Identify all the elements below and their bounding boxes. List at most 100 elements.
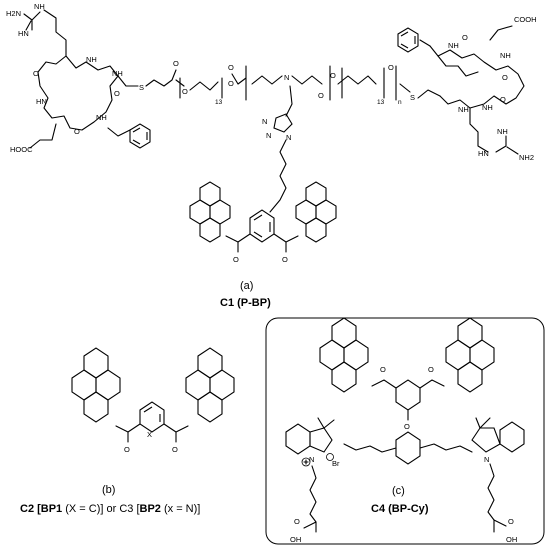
- triazole-n1: N: [262, 117, 267, 126]
- benzoyl-bonds: [225, 233, 299, 243]
- right-guanidine-nh: NH: [497, 127, 508, 136]
- pyrene-a-left: [189, 181, 231, 243]
- pyrene-b-left: [71, 347, 121, 423]
- left-linker-ch2: [117, 75, 139, 87]
- panel-a-structure: H2N NH HN O NH HN O NH NH O HOOC S O O 1…: [6, 2, 537, 264]
- right-ring-o3: O: [500, 95, 506, 104]
- panel-c-right-indole-benzo: [499, 421, 525, 453]
- right-benzyl-link: [419, 39, 431, 47]
- panel-c-negative-charge: [326, 453, 334, 461]
- panel-c-compound-caption: C4 (BP-Cy): [371, 503, 429, 515]
- left-peg-repeat: 13: [215, 99, 223, 106]
- center-chain-right: [291, 75, 323, 85]
- center-ester-left: [231, 73, 247, 85]
- center-block-brackets: [245, 65, 331, 101]
- panel-c-polymethine-right: [419, 443, 473, 453]
- left-ring-nh2: NH: [96, 113, 107, 122]
- panel-c-cyclohexene: [395, 431, 421, 465]
- right-peg-brackets: [341, 67, 385, 99]
- left-peg-brackets: [179, 77, 223, 99]
- panel-c-polymethine-left: [343, 443, 397, 453]
- left-thioether-chain: [145, 69, 177, 87]
- panel-c-oh-right: OH: [506, 535, 517, 544]
- right-ring-o1: O: [462, 33, 468, 42]
- center-ester-o-left: O: [228, 63, 234, 72]
- triazole-n2: N: [266, 131, 271, 140]
- panel-c-bromide: Br: [332, 459, 340, 468]
- left-guanidine-hn: HN: [18, 29, 29, 38]
- right-ring-nh3: NH: [458, 105, 469, 114]
- right-linker-ch2: [399, 83, 411, 93]
- carbonyl-o-left: O: [233, 255, 239, 264]
- central-benzene-double-bonds: [253, 214, 271, 238]
- panel-c-label: (c): [392, 485, 405, 497]
- panel-b-x-atom: X: [147, 430, 152, 439]
- carbonyl-bonds: [237, 241, 287, 253]
- right-phenyl-double-bonds: [400, 31, 416, 49]
- pyrene-c-left: [319, 317, 369, 393]
- right-ring-nh2: NH: [448, 41, 459, 50]
- panel-b-caption: C2 [BP1 (X = C)] or C3 [BP2 (x = N)]: [20, 503, 200, 515]
- left-guanidine-nh: NH: [34, 2, 45, 11]
- triazole-link: [285, 85, 293, 117]
- panel-c-positive-charge: [301, 457, 311, 467]
- left-ring-o1: O: [33, 69, 39, 78]
- panel-c-ether-o: O: [404, 422, 410, 431]
- panel-c-benzene: [395, 379, 421, 411]
- right-ring-o2: O: [502, 73, 508, 82]
- left-phenyl-double-bonds: [132, 127, 148, 145]
- right-thioether-chain: [417, 89, 441, 99]
- left-guanidine-nh2: H2N: [6, 9, 21, 18]
- left-ring-o3: O: [74, 127, 80, 136]
- panel-c-n-plus: N: [309, 455, 314, 464]
- panel-c-oh-left: OH: [290, 535, 301, 544]
- right-phenyl-ring: [397, 27, 419, 53]
- right-ring-nh4: NH: [482, 103, 493, 112]
- left-ring-hn: HN: [36, 97, 47, 106]
- panel-c-left-indole-pyrrole: [309, 427, 333, 453]
- left-macrocycle: [37, 55, 119, 131]
- right-guanidine-nh2: NH2: [519, 153, 534, 162]
- left-benzyl-link: [107, 127, 131, 137]
- left-peg-chain: [189, 81, 219, 91]
- pyrene-b-right: [185, 347, 235, 423]
- right-peg-chain: [337, 75, 377, 85]
- panel-c-o-left: O: [380, 365, 386, 374]
- panel-c-right-indole-pyrrole: [471, 427, 501, 453]
- panel-c-ketone-links: [371, 379, 445, 389]
- panel-c-left-hexyl: [309, 465, 317, 523]
- panel-c-left-indole-benzo: [285, 423, 311, 455]
- n-repeat: n: [398, 99, 402, 106]
- left-cooh: HOOC: [10, 145, 33, 154]
- center-nitrogen: N: [284, 73, 289, 82]
- panel-c-right-acid: [493, 519, 507, 533]
- panel-c-left-acid: [303, 521, 317, 533]
- right-cooh-bonds: [489, 25, 513, 41]
- right-macrocycle: [429, 45, 525, 109]
- left-ring-nh3: NH: [112, 69, 123, 78]
- left-ester-o: O: [182, 87, 188, 96]
- panel-b-central-double-bonds: [143, 406, 161, 422]
- pyrene-a-right: [295, 181, 337, 243]
- panel-a-compound-caption: C1 (P-BP): [220, 297, 271, 309]
- panel-c-left-gem-dimethyl: [317, 417, 335, 429]
- left-phenyl-ring: [129, 123, 151, 149]
- panel-c-o-right: O: [428, 365, 434, 374]
- panel-b-carbonyl-bonds: [127, 431, 177, 443]
- panel-b-label: (b): [102, 484, 115, 496]
- panel-c-frame: [265, 317, 545, 545]
- panel-c-structure: O O O N Br OH O: [285, 317, 525, 544]
- left-ester-o-dbl: O: [173, 59, 179, 68]
- panel-b-structure: X O O: [71, 347, 235, 454]
- left-guanidine-bonds: [23, 11, 41, 31]
- right-guanidine-hn: HN: [478, 149, 489, 158]
- panel-b-o-right: O: [172, 445, 178, 454]
- left-sulfur: S: [139, 83, 144, 92]
- center-ester-o-right: O: [318, 91, 324, 100]
- center-chain-left: [251, 75, 283, 85]
- left-peg-o: O: [228, 79, 234, 88]
- triazole-n3: N: [286, 133, 291, 142]
- right-macrocycle-inner: [437, 55, 479, 77]
- panel-c-acid-o-right: O: [508, 517, 514, 526]
